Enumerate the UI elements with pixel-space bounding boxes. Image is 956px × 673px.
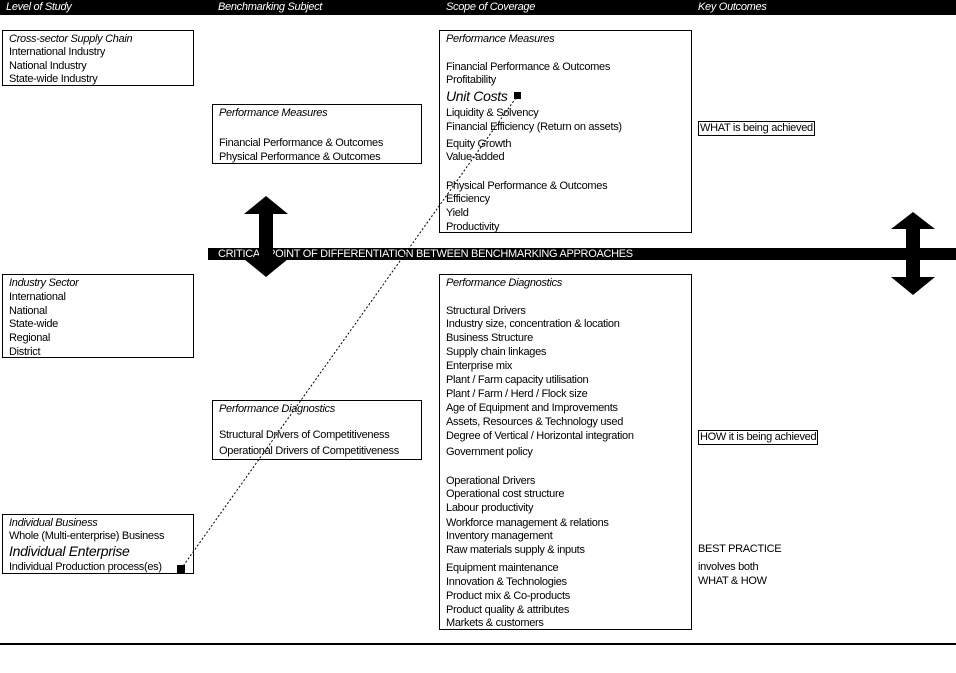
level-individual-business-title: Individual Business [9, 517, 98, 529]
scope-item: Supply chain linkages [446, 346, 547, 358]
level-individual-business-box: Individual Business Whole (Multi-enterpr… [2, 514, 194, 574]
scope-item: Inventory management [446, 530, 553, 542]
scope-item: Equipment maintenance [446, 562, 559, 574]
level-item: Regional [9, 332, 51, 344]
level-item: Whole (Multi-enterprise) Business [9, 530, 165, 542]
subject-performance-diagnostics-title: Performance Diagnostics [219, 403, 335, 415]
scope-item: Liquidity & Solvency [446, 107, 539, 119]
header-level-of-study: Level of Study [6, 1, 72, 13]
connector-end-bottom [177, 565, 185, 573]
double-arrow-left [244, 196, 288, 277]
level-item: State-wide [9, 318, 58, 330]
level-item: International [9, 291, 66, 303]
bottom-rule [0, 643, 956, 645]
scope-item: Profitability [446, 74, 496, 86]
scope-performance-diagnostics-box: Performance Diagnostics Structural Drive… [439, 274, 692, 630]
best-practice-line: involves both [698, 561, 759, 573]
level-item: International Industry [9, 46, 106, 58]
scope-item: Labour productivity [446, 502, 534, 514]
subject-item: Operational Drivers of Competitiveness [219, 445, 399, 457]
scope-item-unit-costs: Unit Costs [446, 88, 508, 104]
scope-item: Raw materials supply & inputs [446, 544, 585, 556]
subject-item: Physical Performance & Outcomes [219, 151, 381, 163]
scope-item: Product mix & Co-products [446, 590, 570, 602]
scope-item: Government policy [446, 446, 533, 458]
scope-item: Markets & customers [446, 617, 544, 629]
scope-diagnostics-title: Performance Diagnostics [446, 277, 562, 289]
scope-item: Business Structure [446, 332, 533, 344]
subject-performance-diagnostics-box: Performance Diagnostics Structural Drive… [212, 400, 422, 460]
outcome-how: HOW it is being achieved [698, 430, 819, 445]
scope-item: Value-added [446, 151, 505, 163]
scope-item: Degree of Vertical / Horizontal integrat… [446, 430, 634, 442]
header-scope-of-coverage: Scope of Coverage [446, 1, 536, 13]
scope-measures-title: Performance Measures [446, 33, 555, 45]
outcome-what: WHAT is being achieved [698, 121, 815, 136]
scope-item: Yield [446, 207, 469, 219]
scope-item: Assets, Resources & Technology used [446, 416, 624, 428]
scope-item: Workforce management & relations [446, 517, 609, 529]
level-item: National [9, 305, 47, 317]
scope-item: Enterprise mix [446, 360, 513, 372]
subject-performance-measures-box: Performance Measures Financial Performan… [212, 104, 422, 164]
scope-item: Financial Performance & Outcomes [446, 61, 611, 73]
level-item-individual-enterprise: Individual Enterprise [9, 543, 130, 559]
scope-item: Equity Growth [446, 138, 512, 150]
header-bar [0, 0, 956, 15]
scope-item: Productivity [446, 221, 500, 233]
scope-item: Plant / Farm capacity utilisation [446, 374, 589, 386]
best-practice-heading: BEST PRACTICE [698, 543, 782, 555]
connector-end-top [514, 92, 521, 99]
level-item: National Industry [9, 60, 87, 72]
level-item: District [9, 346, 41, 358]
subject-item: Financial Performance & Outcomes [219, 137, 384, 149]
scope-performance-measures-box: Performance Measures Financial Performan… [439, 30, 692, 233]
scope-item: Structural Drivers [446, 305, 526, 317]
scope-item: Physical Performance & Outcomes [446, 180, 608, 192]
scope-item: Operational cost structure [446, 488, 565, 500]
best-practice-line: WHAT & HOW [698, 575, 767, 587]
subject-performance-measures-title: Performance Measures [219, 107, 328, 119]
scope-item: Industry size, concentration & location [446, 318, 620, 330]
header-key-outcomes: Key Outcomes [698, 1, 767, 13]
critical-point-bar [208, 248, 956, 260]
scope-item: Innovation & Technologies [446, 576, 567, 588]
scope-item: Plant / Farm / Herd / Flock size [446, 388, 588, 400]
scope-item: Product quality & attributes [446, 604, 570, 616]
level-supply-chain-box: Cross-sector Supply Chain International … [2, 30, 194, 86]
scope-item: Age of Equipment and Improvements [446, 402, 618, 414]
level-item: Individual Production process(es) [9, 561, 162, 573]
level-supply-chain-title: Cross-sector Supply Chain [9, 33, 133, 45]
subject-item: Structural Drivers of Competitiveness [219, 429, 390, 441]
scope-item: Operational Drivers [446, 475, 536, 487]
level-industry-sector-box: Industry Sector International National S… [2, 274, 194, 358]
double-arrow-right [891, 212, 935, 295]
scope-item: Efficiency [446, 193, 490, 205]
level-industry-sector-title: Industry Sector [9, 277, 79, 289]
level-item: State-wide Industry [9, 73, 98, 85]
dotted-connector [180, 94, 519, 570]
header-benchmarking-subject: Benchmarking Subject [218, 1, 323, 13]
scope-item: Financial Efficiency (Return on assets) [446, 121, 622, 133]
critical-point-label: CRITICAL POINT OF DIFFERENTIATION BETWEE… [218, 248, 633, 260]
